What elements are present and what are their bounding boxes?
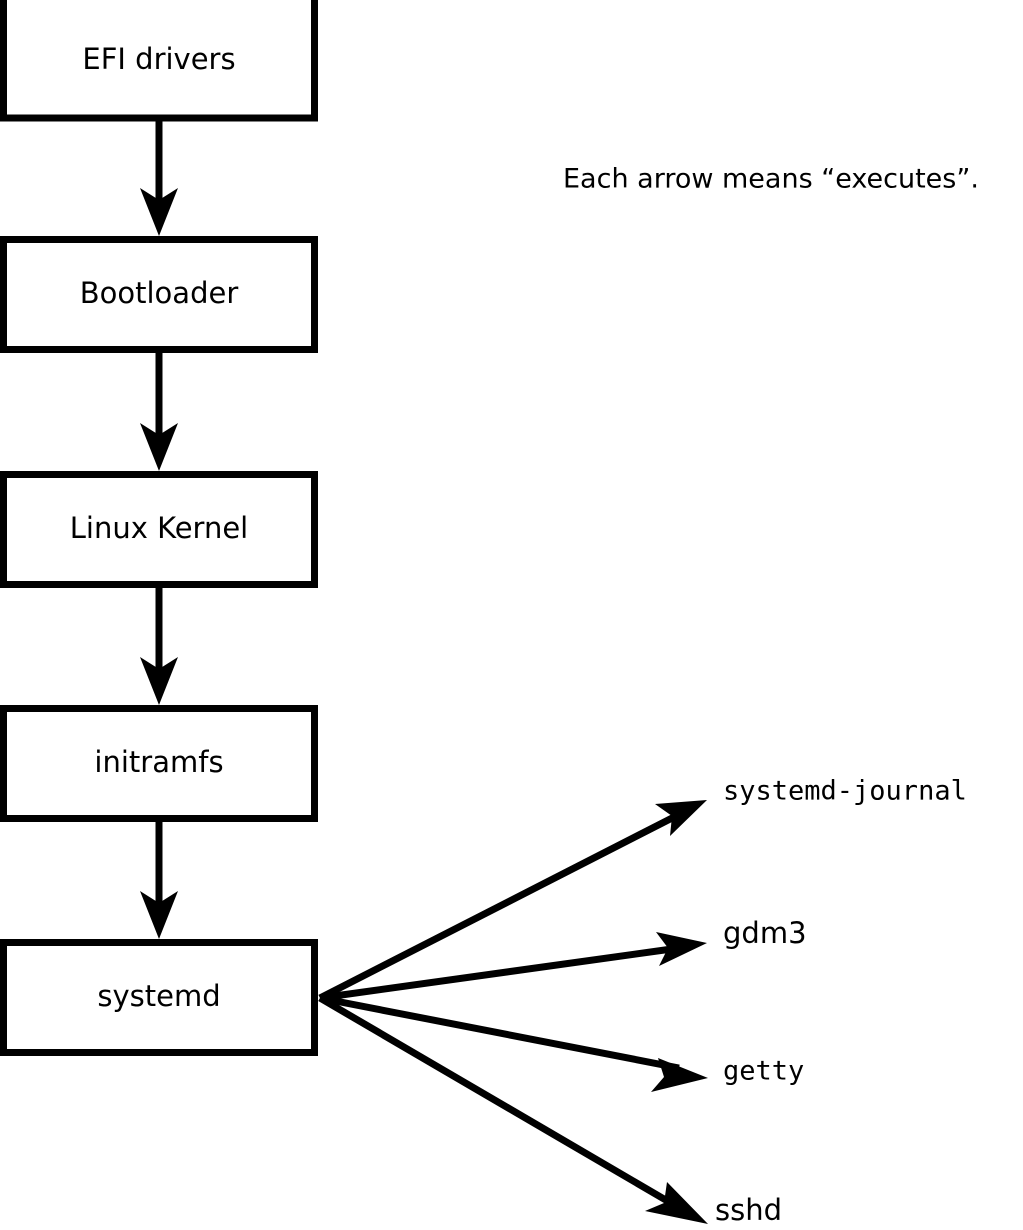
- arrow-head-icon: [645, 1182, 708, 1224]
- arrow-head-icon: [651, 1058, 708, 1092]
- leaf-label-getty[interactable]: getty: [723, 1056, 804, 1087]
- edge-initramfs-to-systemd: [140, 822, 178, 939]
- leaf-label-systemd-journal[interactable]: systemd-journal: [723, 776, 967, 807]
- leaf-label-sshd[interactable]: sshd: [715, 1193, 782, 1227]
- legend-text: Each arrow means “executes”.: [563, 164, 979, 195]
- node-bootloader-box: [0, 236, 318, 353]
- arrow-head-icon: [656, 932, 707, 966]
- edge-systemd-to-getty: [319, 994, 708, 1092]
- node-linux-kernel-box: [0, 471, 318, 588]
- node-systemd[interactable]: systemd: [0, 939, 318, 1056]
- arrow-head-icon: [140, 423, 178, 471]
- leaf-label-gdm3[interactable]: gdm3: [723, 916, 807, 950]
- node-initramfs[interactable]: initramfs: [0, 705, 318, 822]
- edge-systemd-to-systemd-journal: [318, 800, 707, 1002]
- edge-linux-kernel-to-initramfs: [140, 588, 178, 705]
- edge-systemd-to-sshd: [318, 994, 708, 1224]
- node-systemd-box: [0, 939, 318, 1056]
- node-linux-kernel-label: Linux Kernel: [70, 511, 248, 545]
- node-linux-kernel[interactable]: Linux Kernel: [0, 471, 318, 588]
- node-bootloader[interactable]: Bootloader: [0, 236, 318, 353]
- edge-systemd-to-gdm3: [319, 932, 707, 1002]
- node-initramfs-label: initramfs: [94, 745, 223, 779]
- arrow-head-icon: [140, 657, 178, 705]
- edge-efi-drivers-to-bootloader: [140, 118, 178, 236]
- arrow-head-icon: [140, 188, 178, 236]
- arrow-head-icon: [655, 800, 707, 836]
- edge-bootloader-to-linux-kernel: [140, 353, 178, 471]
- node-efi-drivers-box: [0, 0, 318, 122]
- node-bootloader-label: Bootloader: [80, 276, 239, 310]
- node-systemd-label: systemd: [97, 979, 220, 1013]
- node-initramfs-box: [0, 705, 318, 822]
- node-efi-drivers[interactable]: EFI drivers: [0, 0, 318, 122]
- node-efi-drivers-label: EFI drivers: [82, 42, 235, 76]
- arrow-head-icon: [140, 891, 178, 939]
